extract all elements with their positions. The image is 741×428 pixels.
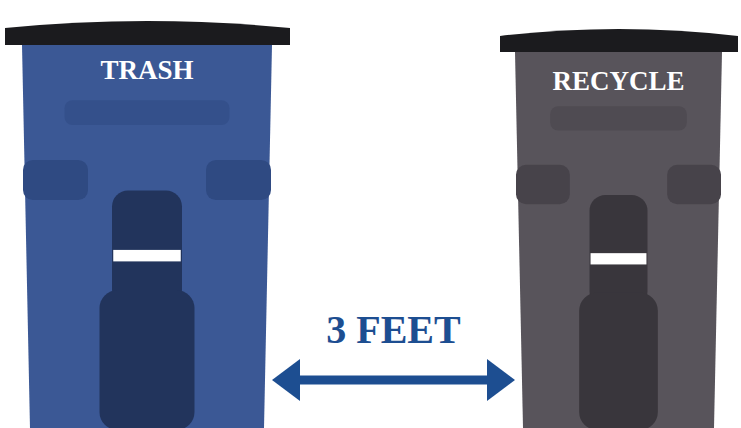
bin-label: TRASH [22,53,272,87]
distance-label: 3 FEET [322,308,464,352]
bin-shape [22,45,272,428]
bin-label: RECYCLE [515,64,722,98]
dimension-arrow [272,359,515,401]
bin-node: RECYCLE [515,52,722,428]
bin-shape [515,52,722,428]
bin-node: TRASH [22,45,272,428]
